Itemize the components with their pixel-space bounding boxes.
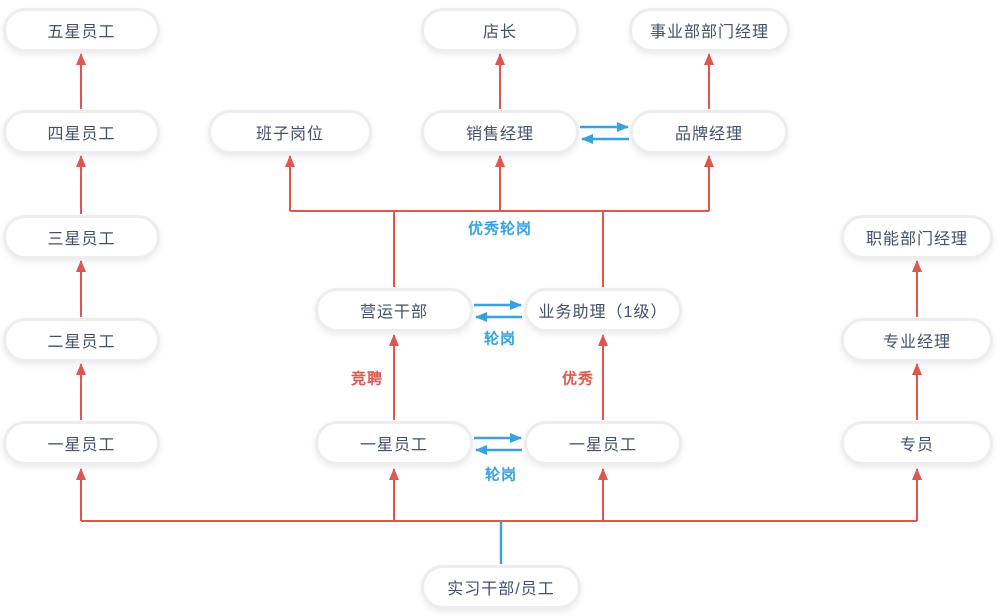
node-label: 业务助理（1级） [538, 304, 668, 321]
node-label: 四星员工 [47, 126, 116, 143]
edge-label-rotation-upper: 轮岗 [483, 330, 517, 348]
node-operations-cadre: 营运干部 [315, 288, 473, 332]
edge-label-rotation-lower: 轮岗 [484, 466, 518, 484]
node-label: 店长 [482, 24, 517, 41]
node-label: 班子岗位 [255, 126, 324, 143]
node-label: 销售经理 [465, 126, 534, 143]
node-label: 营运干部 [359, 304, 428, 321]
node-label: 五星员工 [47, 24, 116, 41]
node-intern-cadre-employee: 实习干部/员工 [421, 565, 581, 609]
edge-label-compete-for-post: 竞聘 [350, 370, 384, 388]
node-label: 二星员工 [47, 334, 116, 351]
node-five-star-employee: 五星员工 [3, 8, 160, 52]
node-specialist: 专员 [841, 421, 993, 465]
node-sales-manager: 销售经理 [421, 110, 579, 154]
node-two-star-employee: 二星员工 [3, 318, 160, 362]
node-four-star-employee: 四星员工 [3, 110, 160, 154]
node-label: 品牌经理 [674, 126, 743, 143]
node-label: 实习干部/员工 [447, 581, 555, 598]
node-label: 一星员工 [359, 437, 428, 454]
node-store-manager: 店长 [421, 8, 579, 52]
node-brand-manager: 品牌经理 [630, 110, 788, 154]
node-one-star-employee-left: 一星员工 [3, 421, 160, 465]
node-banzi-post: 班子岗位 [208, 110, 372, 154]
node-one-star-employee-mid-left: 一星员工 [315, 421, 473, 465]
node-label: 事业部部门经理 [649, 24, 769, 41]
node-functional-dept-manager: 职能部门经理 [841, 215, 993, 259]
node-one-star-employee-mid-right: 一星员工 [524, 421, 682, 465]
node-division-dept-manager: 事业部部门经理 [629, 8, 790, 52]
node-label: 一星员工 [568, 437, 637, 454]
node-label: 专员 [899, 437, 934, 454]
edge-label-excellent: 优秀 [561, 370, 595, 388]
node-label: 专业经理 [882, 334, 951, 351]
node-three-star-employee: 三星员工 [3, 215, 160, 259]
node-professional-manager: 专业经理 [841, 318, 993, 362]
edge-label-excellent-rotation: 优秀轮岗 [467, 220, 533, 238]
node-business-assistant-l1: 业务助理（1级） [524, 288, 682, 332]
node-label: 一星员工 [47, 437, 116, 454]
node-label: 三星员工 [47, 231, 116, 248]
node-label: 职能部门经理 [865, 231, 968, 248]
